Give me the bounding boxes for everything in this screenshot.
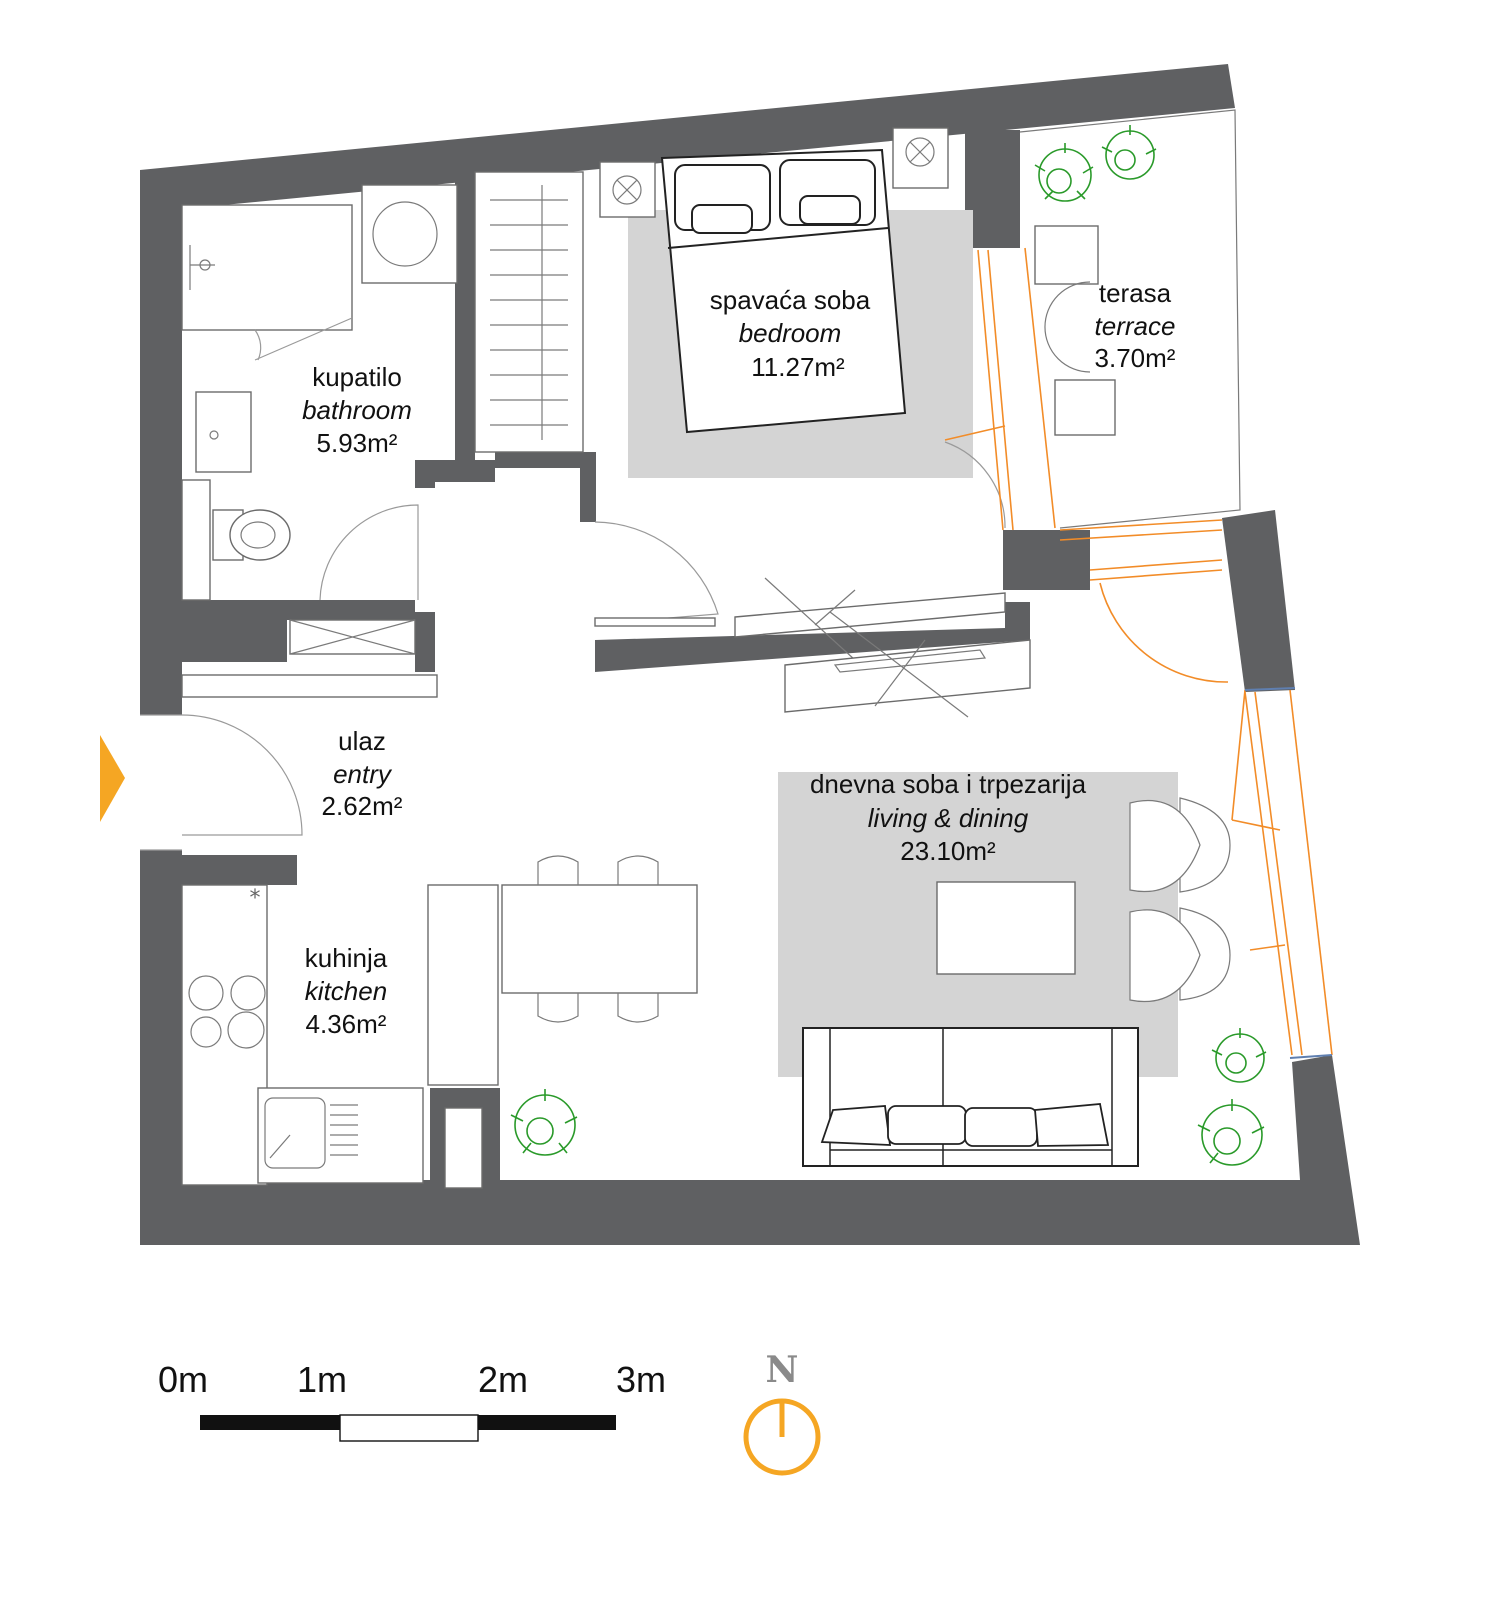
nightstand-left xyxy=(599,161,656,218)
kitchen-name-local: kuhinja xyxy=(305,943,388,973)
scale-segment-2 xyxy=(339,1414,479,1442)
entrance-arrow-icon xyxy=(100,735,125,822)
sofa-icon xyxy=(802,1027,1139,1167)
bathroom-area: 5.93m² xyxy=(317,428,398,458)
scale-bar: 0m 1m 2m 3m xyxy=(158,1359,666,1442)
kitchen-area: 4.36m² xyxy=(306,1009,387,1039)
plant-icon xyxy=(1101,125,1157,180)
sink-icon xyxy=(264,1097,358,1169)
scale-label-1: 1m xyxy=(297,1359,347,1400)
kitchen-tall-unit xyxy=(427,884,499,1086)
shower-icon xyxy=(189,245,215,290)
entry: ulaz entry 2.62m² xyxy=(100,674,438,851)
plant-icon xyxy=(1197,1099,1265,1166)
scale-segment-1 xyxy=(200,1415,340,1430)
plant-icon xyxy=(1034,143,1094,202)
tv-cabinet xyxy=(784,611,1031,718)
shoe-cabinet xyxy=(181,674,438,698)
shower-tray xyxy=(181,204,353,331)
entry-name-en: entry xyxy=(333,759,393,789)
scale-segment-3 xyxy=(478,1415,616,1430)
toilet-icon xyxy=(212,509,291,561)
coffee-table xyxy=(936,881,1076,975)
stove-icon xyxy=(188,975,266,1049)
living-name-local: dnevna soba i trpezarija xyxy=(810,769,1087,799)
washing-machine xyxy=(361,184,458,284)
terrace-chair-top xyxy=(1034,225,1099,285)
hood-icon: * xyxy=(250,886,261,911)
terrace-window-frame xyxy=(944,247,1223,541)
outer-walls xyxy=(140,64,1360,1245)
scale-label-3: 3m xyxy=(616,1359,666,1400)
bedroom-name-local: spavaća soba xyxy=(710,285,871,315)
kitchen-name-en: kitchen xyxy=(305,976,387,1006)
terrace-chair-bottom xyxy=(1054,379,1116,436)
terrace-area: 3.70m² xyxy=(1095,343,1176,373)
bed-icon xyxy=(660,148,907,434)
bathroom-name-local: kupatilo xyxy=(312,362,402,392)
sliding-wardrobe xyxy=(734,592,1006,638)
terrace-name-en: terrace xyxy=(1095,311,1176,341)
terrace-name-local: terasa xyxy=(1099,278,1172,308)
bathroom: kupatilo bathroom 5.93m² xyxy=(181,184,458,655)
kitchen-counter xyxy=(181,884,268,1186)
plant-icon xyxy=(510,1089,578,1156)
wardrobe-hangers xyxy=(490,199,568,426)
living-window-frame xyxy=(1089,559,1333,1056)
washbasin xyxy=(195,391,252,473)
bedroom: spavaća soba bedroom 11.27m² xyxy=(474,127,1006,661)
plant-icon xyxy=(1211,1028,1267,1083)
entry-area: 2.62m² xyxy=(322,791,403,821)
terrace-table xyxy=(1044,281,1091,373)
chair-icon xyxy=(537,855,659,1023)
bedroom-name-en: bedroom xyxy=(739,318,842,348)
wardrobe xyxy=(474,171,584,453)
compass-label: N xyxy=(766,1349,799,1391)
bathroom-name-en: bathroom xyxy=(302,395,412,425)
nightstand-right xyxy=(892,127,949,189)
living-name-en: living & dining xyxy=(868,803,1029,833)
terrace: terasa terrace 3.70m² xyxy=(944,109,1241,541)
bedroom-area: 11.27m² xyxy=(751,352,845,382)
entry-name-local: ulaz xyxy=(338,726,386,756)
living-area: 23.10m² xyxy=(900,836,996,866)
scale-label-0: 0m xyxy=(158,1359,208,1400)
kitchen: * kuhinja kitchen 4.36m² xyxy=(181,884,499,1186)
living-dining: dnevna soba i trpezarija living & dining… xyxy=(501,559,1333,1167)
dining-table xyxy=(501,884,698,994)
armchair-icon xyxy=(1129,797,1231,1003)
compass-icon: N xyxy=(743,1349,821,1476)
scale-label-2: 2m xyxy=(478,1359,528,1400)
interior-walls xyxy=(182,130,1295,1189)
